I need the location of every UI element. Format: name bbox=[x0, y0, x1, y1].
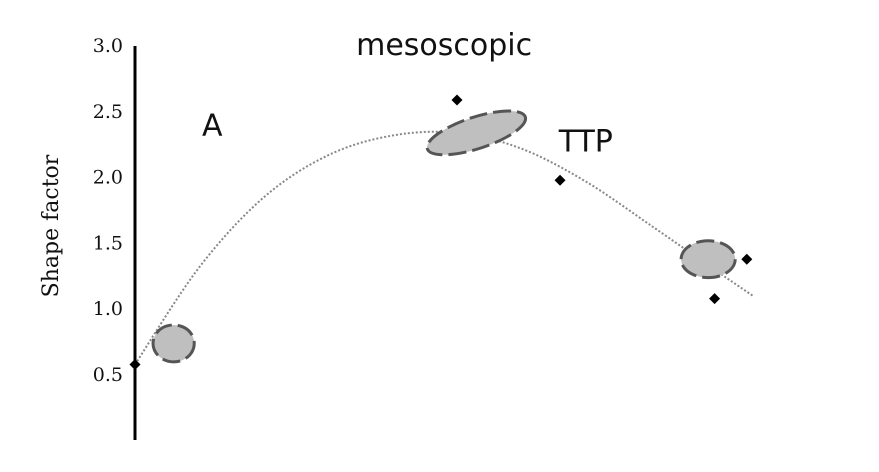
annotation-label: A bbox=[202, 108, 223, 143]
data-point bbox=[554, 174, 566, 186]
data-point bbox=[451, 94, 463, 106]
y-tick-label: 2.0 bbox=[93, 167, 123, 189]
cluster-region bbox=[425, 109, 528, 157]
cluster-region bbox=[151, 323, 196, 364]
data-point bbox=[741, 253, 753, 265]
y-tick-label: 1.0 bbox=[93, 298, 123, 320]
cluster-region bbox=[679, 239, 737, 280]
cluster-regions bbox=[151, 109, 737, 364]
data-points bbox=[129, 94, 753, 370]
y-tick-labels: 0.5 1.0 1.5 2.0 2.5 3.0 bbox=[93, 35, 123, 386]
annotation-label: TTP bbox=[558, 124, 613, 159]
annotation-label: mesoscopic bbox=[356, 28, 532, 63]
y-tick-label: 1.5 bbox=[93, 232, 123, 254]
y-tick-label: 2.5 bbox=[93, 101, 123, 123]
trend-curve bbox=[134, 130, 754, 366]
data-point bbox=[709, 293, 721, 305]
data-point bbox=[129, 358, 141, 370]
y-tick-label: 3.0 bbox=[93, 35, 123, 57]
y-axis-label: Shape factor bbox=[39, 154, 64, 297]
y-tick-label: 0.5 bbox=[93, 364, 123, 386]
